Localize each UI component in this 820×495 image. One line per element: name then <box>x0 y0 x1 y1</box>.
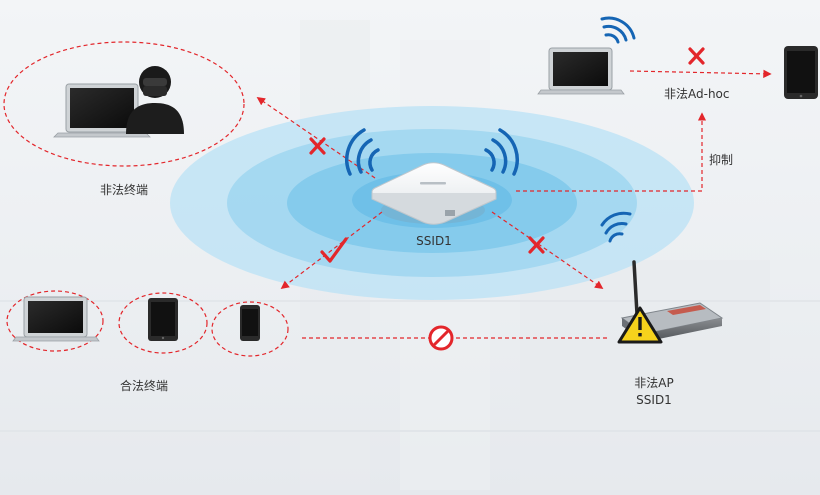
legal-tablet-ring <box>118 292 208 354</box>
ssid-label: SSID1 <box>416 234 452 248</box>
connection-lines <box>256 69 772 339</box>
check-mark-icon <box>320 237 348 263</box>
legal-laptop-ring <box>6 290 104 352</box>
illegal-adhoc-label: 非法Ad-hoc <box>664 87 730 101</box>
line-suppress <box>516 112 707 192</box>
wifi-signal-icon <box>345 128 380 176</box>
illegal-terminal-label: 非法终端 <box>99 183 148 197</box>
line-adhoc <box>629 69 772 79</box>
warning-icon <box>617 306 663 344</box>
laptop-icon <box>53 83 151 138</box>
line-ap-to-illegal-terminal <box>256 97 376 179</box>
wireless-ap-icon <box>371 162 497 225</box>
illegal-ap-label: 非法AP <box>634 376 674 390</box>
wifi-signal-icon <box>600 211 632 243</box>
x-mark-icon <box>528 236 545 254</box>
prohibited-icon <box>428 325 454 351</box>
wifi-signal-icon <box>600 16 636 44</box>
laptop-icon <box>537 47 625 95</box>
x-mark-icon <box>309 137 326 155</box>
line-ap-to-rogue-ap <box>491 211 604 289</box>
wifi-signal-icon <box>484 128 519 176</box>
legal-terminal-label: 合法终端 <box>119 379 168 393</box>
illegal-terminal-ring <box>3 41 245 167</box>
tablet-icon <box>148 298 178 341</box>
x-mark-icon <box>688 47 705 65</box>
illegal-ap-ssid-label: SSID1 <box>636 393 672 407</box>
user-icon <box>126 66 184 134</box>
laptop-icon <box>12 296 100 342</box>
legal-phone-ring <box>211 301 289 357</box>
suppress-label: 抑制 <box>709 153 734 167</box>
tablet-icon <box>784 46 818 99</box>
phone-icon <box>240 305 260 341</box>
